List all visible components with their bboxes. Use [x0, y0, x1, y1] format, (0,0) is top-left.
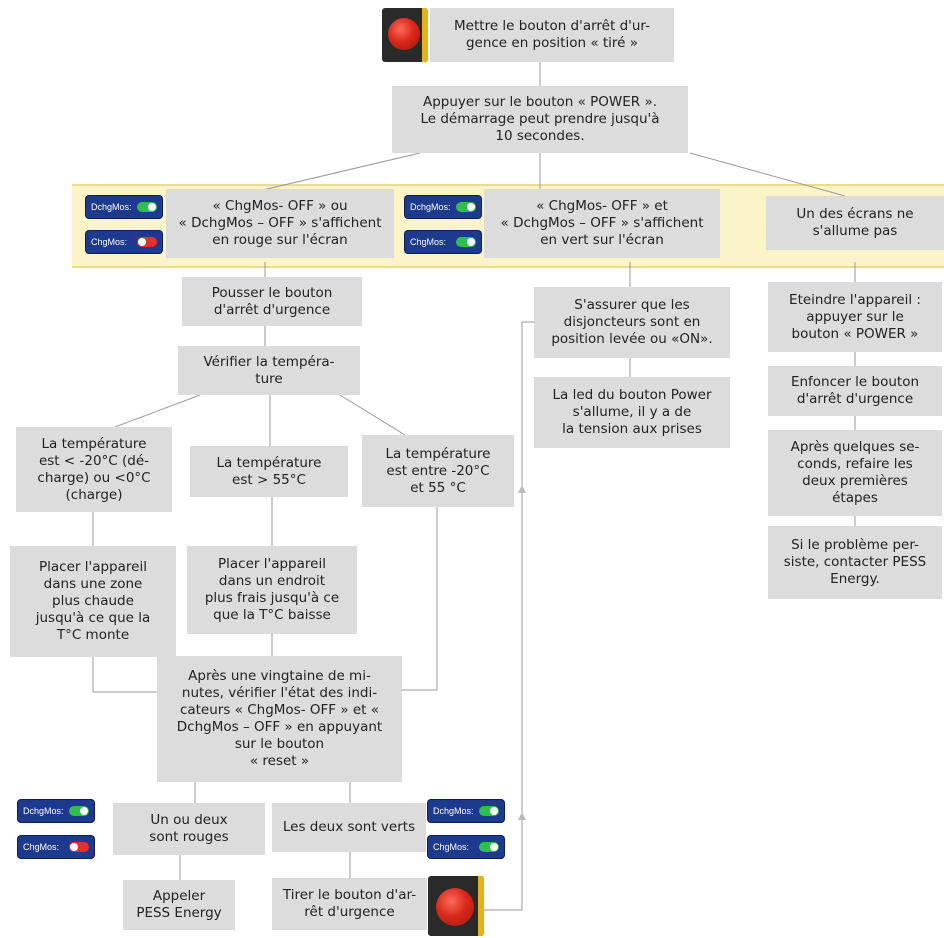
outcome-some-red: Un ou deux sont rouges: [113, 803, 265, 855]
step-cool-place: Placer l'appareil dans un endroit plus f…: [187, 546, 357, 634]
toggle-icon: [456, 202, 476, 212]
step-contact-pess: Si le problème per- siste, contacter PES…: [768, 526, 942, 599]
indicator-chgmos: ChgMos:: [405, 231, 481, 253]
step-wait-reset: Après une vingtaine de mi- nutes, vérifi…: [157, 656, 402, 782]
step-warm-place: Placer l'appareil dans une zone plus cha…: [10, 546, 176, 657]
temp-low: La température est < -20°C (dé- charge) …: [16, 427, 172, 512]
toggle-icon: [456, 237, 476, 247]
case-green-indicators: « ChgMos- OFF » et « DchgMos – OFF » s'a…: [484, 189, 720, 258]
toggle-icon: [479, 842, 499, 852]
case-red-indicators: « ChgMos- OFF » ou « DchgMos – OFF » s'a…: [166, 189, 394, 258]
emergency-stop-icon: [382, 8, 428, 62]
temp-high: La température est > 55°C: [190, 446, 348, 497]
indicator-chgmos: ChgMos:: [428, 836, 504, 858]
step-press-power: Appuyer sur le bouton « POWER ». Le déma…: [392, 86, 688, 153]
toggle-icon: [137, 202, 157, 212]
indicator-dchgmos: DchgMos:: [86, 196, 162, 218]
temp-mid: La température est entre -20°C et 55 °C: [362, 435, 514, 507]
indicator-dchgmos: DchgMos:: [405, 196, 481, 218]
step-pull-estop-final: Tirer le bouton d'ar- rêt d'urgence: [272, 878, 427, 930]
toggle-icon: [137, 237, 157, 247]
indicator-chgmos: ChgMos:: [18, 836, 94, 858]
step-check-temperature: Vérifier la tempéra- ture: [178, 346, 360, 395]
outcome-both-green: Les deux sont verts: [272, 803, 426, 852]
step-led-on: La led du bouton Power s'allume, il y a …: [534, 377, 730, 448]
case-screen-off: Un des écrans ne s'allume pas: [766, 196, 944, 250]
indicator-dchgmos: DchgMos:: [18, 800, 94, 822]
step-press-estop: Enfoncer le bouton d'arrêt d'urgence: [768, 366, 942, 416]
step-push-estop: Pousser le bouton d'arrêt d'urgence: [182, 277, 362, 326]
indicator-chgmos: ChgMos:: [86, 231, 162, 253]
indicator-dchgmos: DchgMos:: [428, 800, 504, 822]
step-call-pess: Appeler PESS Energy: [123, 880, 235, 930]
step-check-breakers: S'assurer que les disjoncteurs sont en p…: [534, 287, 730, 358]
toggle-icon: [69, 806, 89, 816]
step-turn-off: Eteindre l'appareil : appuyer sur le bou…: [768, 282, 942, 352]
step-redo-steps: Après quelques se- conds, refaire les de…: [768, 430, 942, 516]
emergency-stop-icon: [428, 876, 484, 936]
toggle-icon: [69, 842, 89, 852]
toggle-icon: [479, 806, 499, 816]
step-pull-estop: Mettre le bouton d'arrêt d'ur- gence en …: [430, 8, 674, 62]
